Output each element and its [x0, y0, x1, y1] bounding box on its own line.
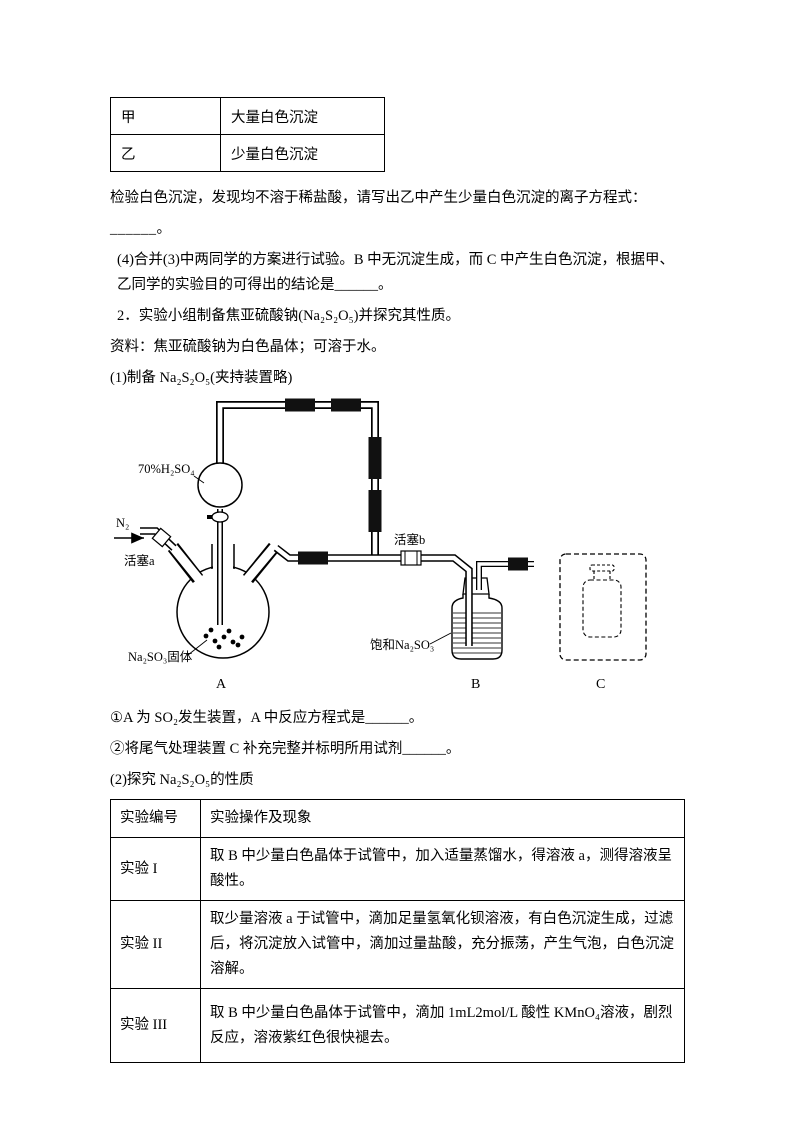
rubber-coupling — [508, 557, 528, 571]
experiment-table: 实验编号 实验操作及现象 实验 I 取 B 中少量白色晶体于试管中，加入适量蒸馏… — [110, 799, 685, 1063]
question-2-part1: (1)制备 Na₂S₂O₅(夹持装置略) — [110, 370, 293, 386]
stopcock-a — [151, 527, 172, 548]
funnel-bulb — [197, 462, 243, 508]
observation-table: 甲 大量白色沉淀 乙 少量白色沉淀 — [110, 97, 385, 172]
outlet-tube — [476, 557, 535, 592]
diagram-labels: 70%H₂SO₄ N₂ 活塞a 活塞b Na₂SO₃固体 饱和Na₂SO₃ A … — [116, 462, 605, 692]
tail-gas-device-c — [559, 553, 647, 661]
observation-cell: 少量白色沉淀 — [220, 134, 385, 172]
experiment-id-cell: 实验 III — [110, 988, 201, 1063]
dashed-bottle — [582, 579, 622, 638]
apparatus-b-label: B — [471, 677, 480, 692]
apparatus-diagram-container: 70%H₂SO₄ N₂ 活塞a 活塞b Na₂SO₃固体 饱和Na₂SO₃ A … — [110, 397, 685, 702]
bottle-body — [451, 594, 503, 660]
apparatus-a-label: A — [216, 677, 227, 692]
apparatus-diagram: 70%H₂SO₄ N₂ 活塞a 活塞b Na₂SO₃固体 饱和Na₂SO₃ A … — [114, 398, 647, 692]
pointer-line — [429, 632, 452, 645]
column-header-desc: 实验操作及现象 — [200, 799, 685, 838]
n2-inlet — [114, 527, 177, 551]
answer-blank-line: ______。 — [110, 221, 172, 237]
rubber-coupling — [331, 398, 361, 412]
gas-washing-bottle-b — [451, 577, 503, 660]
valve-b-label: 活塞b — [394, 532, 425, 547]
observation-cell: 大量白色沉淀 — [220, 97, 385, 135]
experiment-desc-cell: 取少量溶液 a 于试管中，滴加足量氢氧化钡溶液，有白色沉淀生成，过滤后，将沉淀放… — [200, 900, 685, 989]
pointer-line — [187, 639, 208, 656]
paragraph-check-precipitate: 检验白色沉淀，发现均不溶于稀盐酸，请写出乙中产生少量白色沉淀的离子方程式： — [110, 190, 647, 206]
table-row: 甲 大量白色沉淀 — [110, 97, 385, 135]
bottle-neck — [593, 571, 611, 580]
funnel-stopcock — [211, 511, 229, 523]
experiment-id-cell: 实验 I — [110, 837, 201, 901]
question-2-sub1: ①A 为 SO₂发生装置，A 中反应方程式是______。 — [110, 710, 424, 726]
question-2-title: 2．实验小组制备焦亚硫酸钠(Na₂S₂O₅)并探究其性质。 — [117, 308, 461, 324]
acid-label: 70%H₂SO₄ — [138, 462, 195, 476]
student-name-cell: 乙 — [110, 134, 221, 172]
paragraph-question-4: (4)合并(3)中两同学的方案进行试验。B 中无沉淀生成，而 C 中产生白色沉淀… — [117, 252, 675, 293]
solution-label: 饱和Na₂SO₃ — [370, 637, 434, 652]
question-2-part2: (2)探究 Na₂S₂O₅的性质 — [110, 772, 254, 788]
table-row: 实验 II 取少量溶液 a 于试管中，滴加足量氢氧化钡溶液，有白色沉淀生成，过滤… — [110, 900, 685, 989]
n2-label: N₂ — [116, 516, 129, 530]
solution-hatching — [453, 612, 501, 654]
apparatus-c-label: C — [596, 677, 605, 692]
pointer-line — [193, 475, 205, 484]
experiment-id-cell: 实验 II — [110, 900, 201, 989]
bottle-lip — [589, 564, 615, 572]
column-header-id: 实验编号 — [110, 799, 201, 838]
experiment-desc-cell: 取 B 中少量白色晶体于试管中，加入适量蒸馏水，得溶液 a，测得溶液呈酸性。 — [200, 837, 685, 901]
experiment-desc-cell: 取 B 中少量白色晶体于试管中，滴加 1mL2mol/L 酸性 KMnO₄溶液，… — [200, 988, 685, 1063]
rubber-coupling — [368, 490, 382, 532]
connecting-tube-top — [216, 398, 382, 559]
rubber-coupling — [285, 398, 315, 412]
question-2-sub2: ②将尾气处理装置 C 补充完整并标明所用试剂______。 — [110, 741, 461, 757]
stopcock-b — [400, 550, 422, 566]
three-neck-flask-a — [167, 542, 280, 659]
rubber-coupling — [368, 437, 382, 479]
table-row: 实验 I 取 B 中少量白色晶体于试管中，加入适量蒸馏水，得溶液 a，测得溶液呈… — [110, 837, 685, 901]
question-2-info: 资料：焦亚硫酸钠为白色晶体；可溶于水。 — [110, 339, 386, 355]
solid-label: Na₂SO₃固体 — [128, 650, 193, 664]
table-row: 实验 III 取 B 中少量白色晶体于试管中，滴加 1mL2mol/L 酸性 K… — [110, 988, 685, 1063]
gas-delivery-tube — [273, 545, 473, 646]
rubber-coupling — [298, 551, 328, 565]
table-header-row: 实验编号 实验操作及现象 — [110, 799, 685, 838]
na2so3-solid-dots — [203, 627, 245, 650]
table-row: 乙 少量白色沉淀 — [110, 134, 385, 172]
dashed-box — [559, 553, 647, 661]
valve-a-label: 活塞a — [124, 553, 155, 568]
student-name-cell: 甲 — [110, 97, 221, 135]
dropping-funnel — [197, 462, 243, 627]
